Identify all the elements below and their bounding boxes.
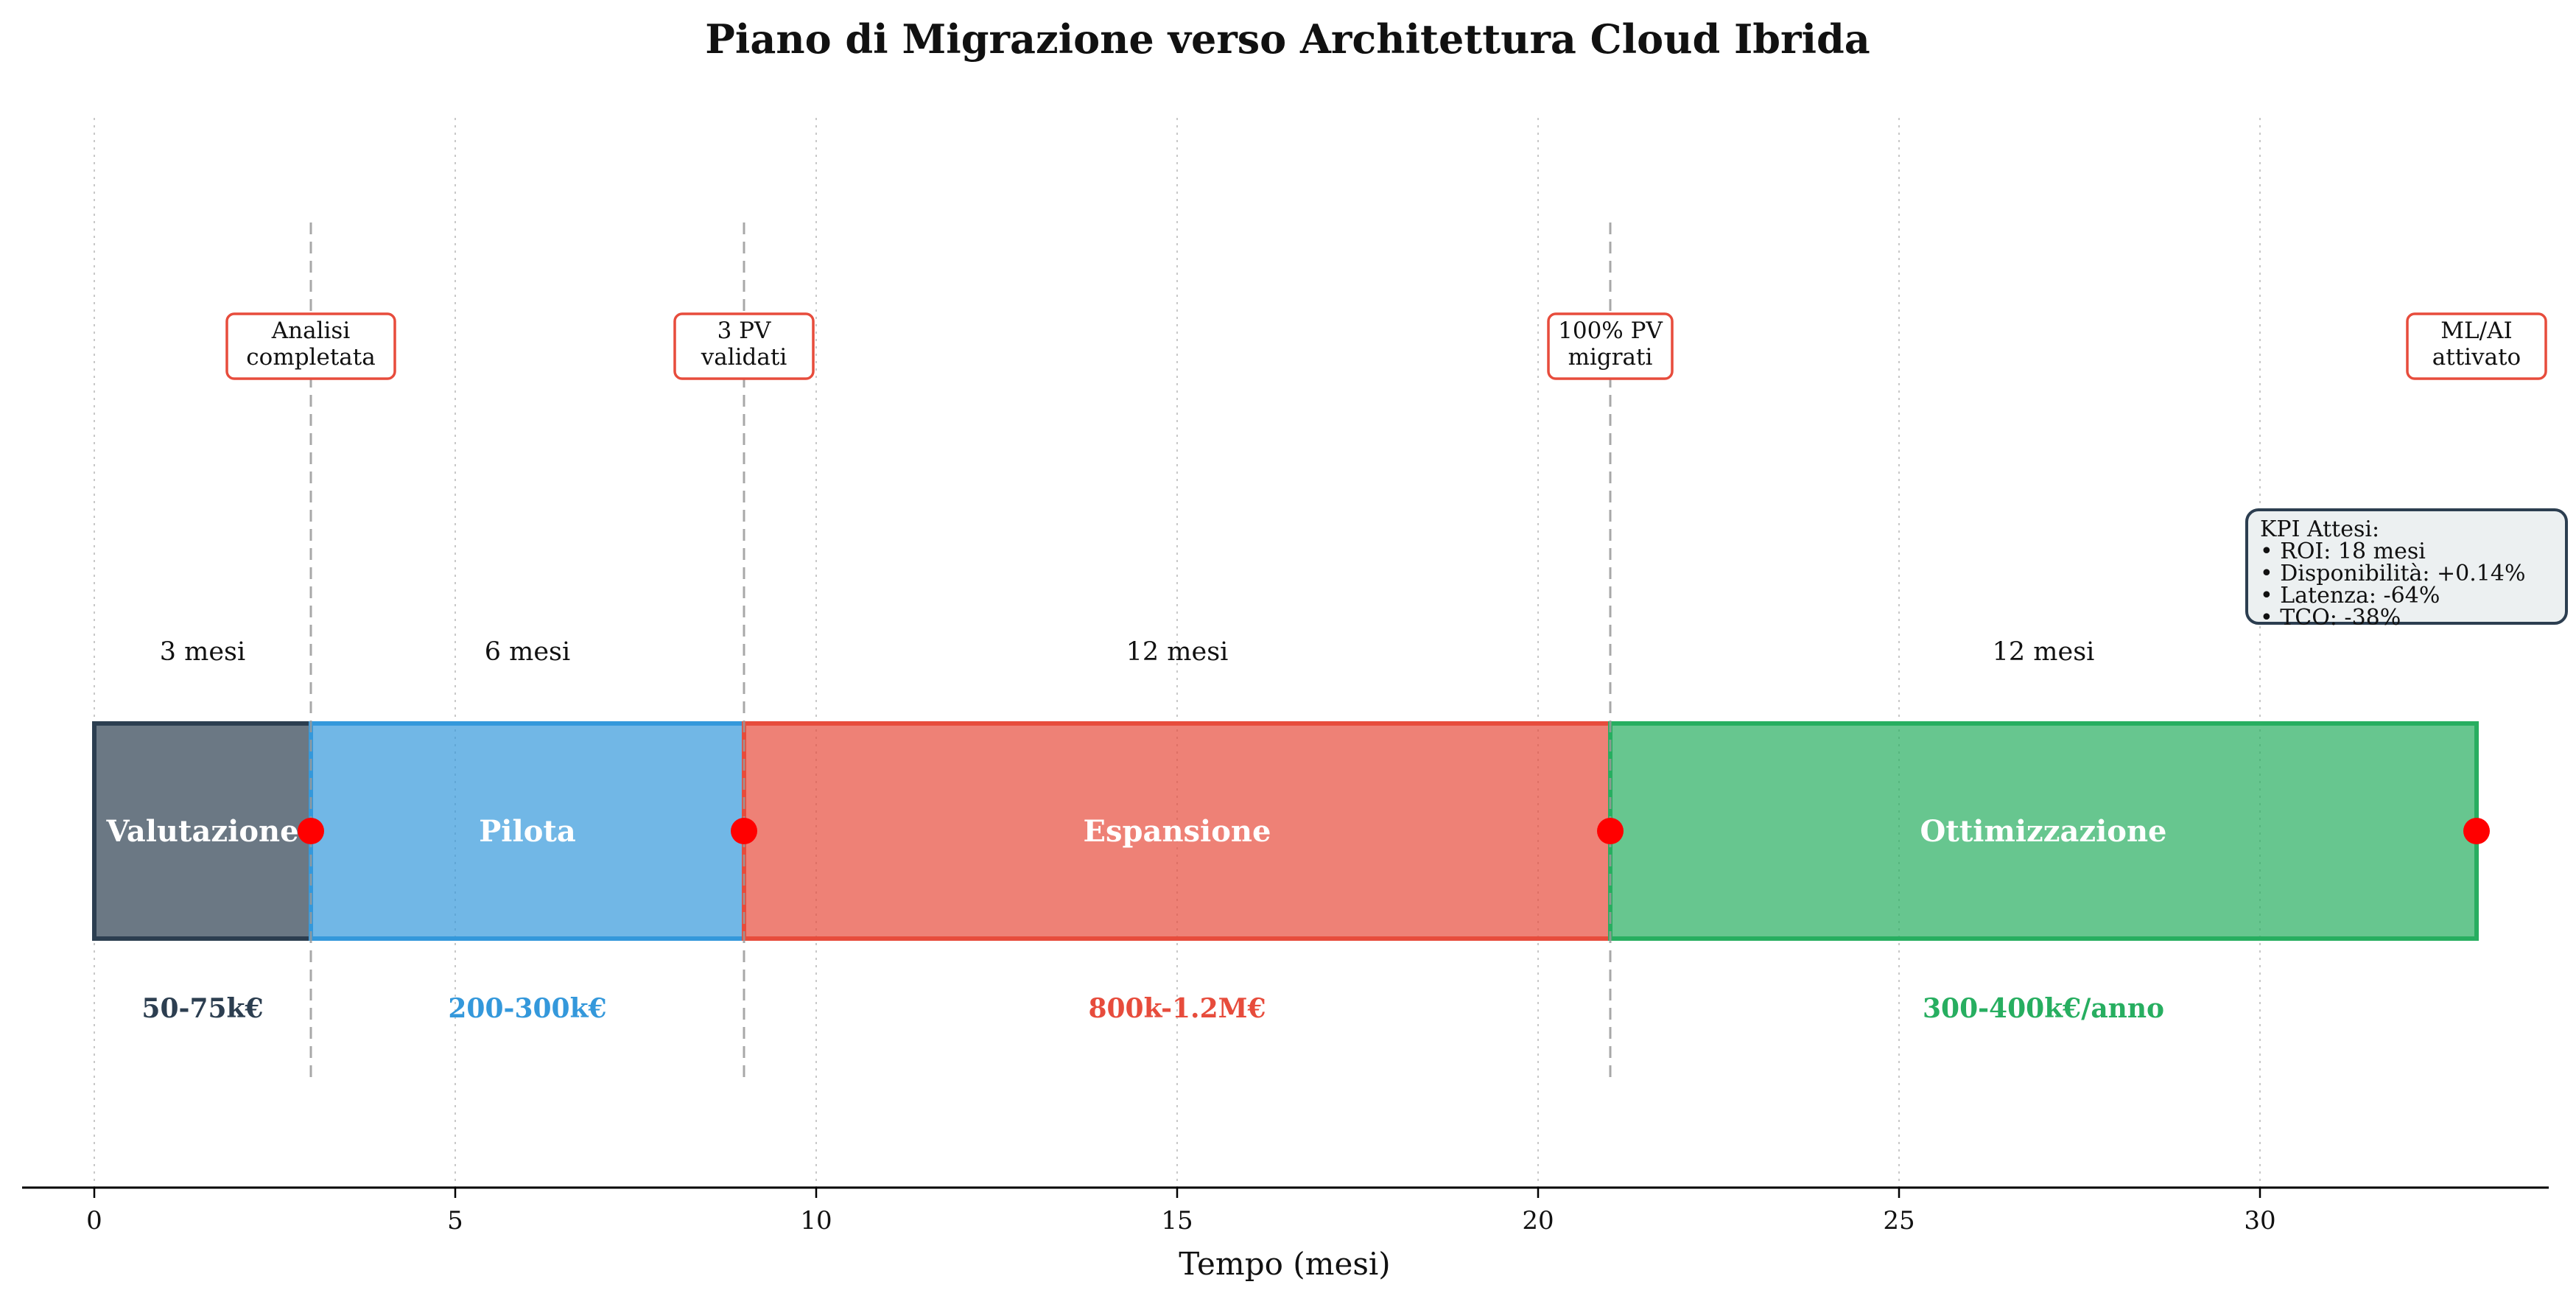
phase-name-label: Valutazione [105, 814, 298, 849]
kpi-line: • Disponibilità: +0.14% [2260, 561, 2525, 586]
kpi-line: • Latenza: -64% [2260, 583, 2440, 609]
kpi-line: • TCO: -38% [2260, 605, 2401, 631]
milestone-label-text: attivato [2432, 344, 2521, 371]
x-tick-label: 15 [1161, 1206, 1193, 1235]
phase-bar [1608, 721, 2479, 941]
phase-name-label: Ottimizzazione [1920, 814, 2167, 849]
kpi-box-frame [2245, 508, 2568, 625]
x-axis-label: Tempo (mesi) [1179, 1246, 1390, 1282]
chart-title: Piano di Migrazione verso Architettura C… [705, 15, 1870, 63]
phase-duration-label: 12 mesi [1993, 637, 2095, 667]
phase-duration-label: 3 mesi [160, 637, 245, 667]
milestone-label-text: completata [246, 344, 375, 371]
phase-bar [309, 721, 746, 941]
phase-duration-label: 12 mesi [1126, 637, 1229, 667]
milestone-label-text: 100% PV [1558, 318, 1663, 344]
milestone-marker [298, 818, 324, 844]
milestone-label-box [2406, 312, 2547, 380]
milestone-label-box [1547, 312, 1674, 380]
grid-layer [94, 118, 2261, 1188]
x-tick-label: 0 [86, 1206, 102, 1235]
milestone-label-text: 3 PV [717, 318, 771, 344]
x-tick-label: 25 [1883, 1206, 1915, 1235]
milestone-marker [731, 818, 757, 844]
phase-bar [92, 721, 313, 941]
milestone-marker [1597, 818, 1624, 844]
phase-duration-label: 6 mesi [485, 637, 570, 667]
phase-cost-label: 800k-1.2M€ [1088, 993, 1266, 1024]
phase-bar [742, 721, 1612, 941]
x-tick-label: 10 [800, 1206, 832, 1235]
milestone-marker [2463, 818, 2490, 844]
x-axis: 0 5 10 15 20 25 30 [22, 1186, 2549, 1235]
milestone-label-text: migrati [1568, 344, 1653, 371]
x-tick-label: 30 [2244, 1206, 2275, 1235]
kpi-line: • ROI: 18 mesi [2260, 539, 2426, 564]
phase-name-label: Pilota [479, 814, 576, 849]
phase-name-label: Espansione [1084, 814, 1271, 849]
x-tick-label: 5 [447, 1206, 463, 1235]
milestone-label-text: ML/AI [2440, 318, 2512, 344]
milestone-label-box [673, 312, 815, 380]
kpi-box: KPI Attesi:• ROI: 18 mesi• Disponibilità… [2245, 508, 2568, 631]
kpi-line: KPI Attesi: [2260, 516, 2379, 542]
phase-cost-label: 200-300k€ [448, 993, 606, 1024]
milestone-label-text: validati [701, 344, 787, 371]
phase-cost-label: 300-400k€/anno [1923, 993, 2164, 1024]
phase-layer: Valutazione 3 mesi 50-75k€ Pilota 6 mesi 200-… [92, 637, 2479, 1024]
x-tick-label: 20 [1522, 1206, 1554, 1235]
phase-cost-label: 50-75k€ [141, 993, 263, 1024]
milestone-label-box [225, 312, 396, 380]
milestone-label-text: Analisi [271, 318, 351, 344]
